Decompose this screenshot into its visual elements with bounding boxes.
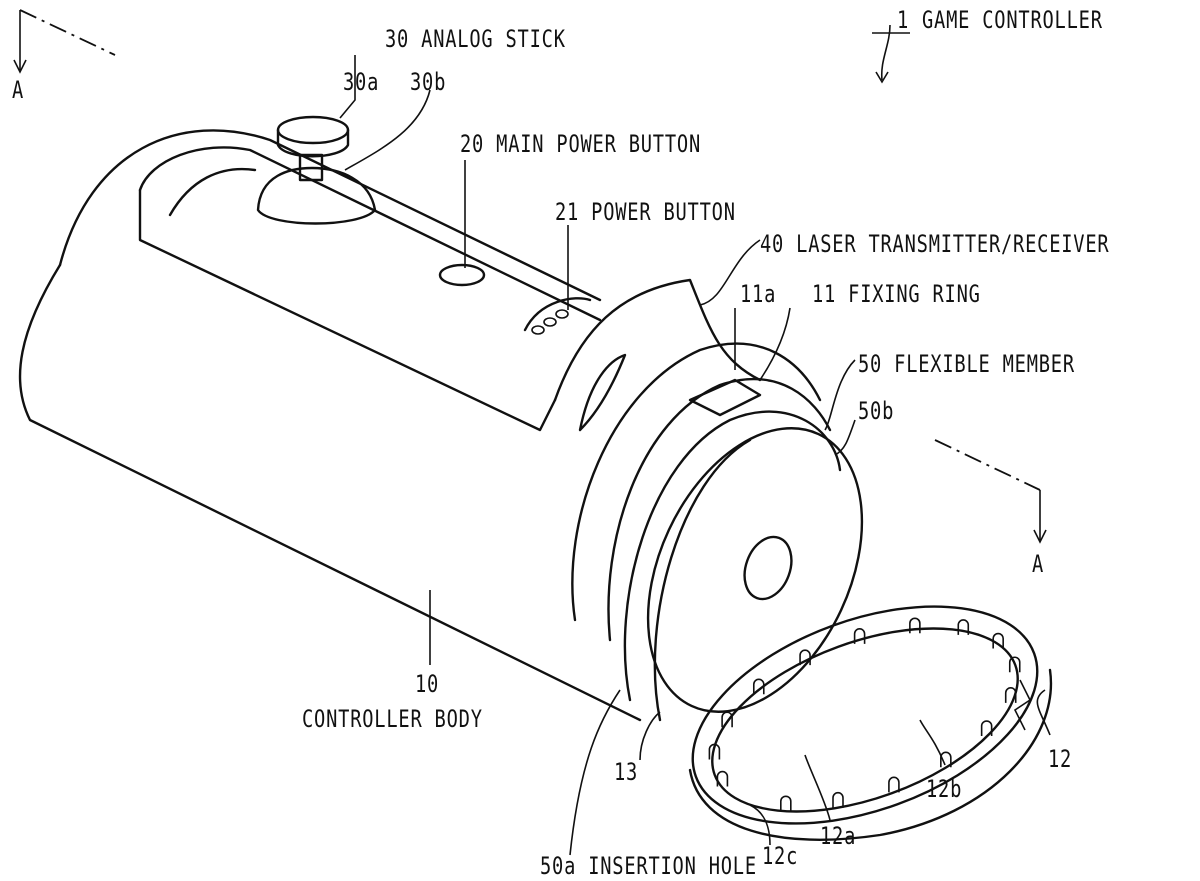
leader-lines <box>339 24 1051 856</box>
ring-tooth <box>1004 687 1017 703</box>
ring-tooth <box>853 628 866 644</box>
label-10: 10 <box>415 670 440 698</box>
label-12a: 12a <box>820 822 857 850</box>
fixing-ring-12 <box>688 605 1053 841</box>
label-analog-stick: 30 ANALOG STICK <box>385 25 566 53</box>
label-power-button: 21 POWER BUTTON <box>555 198 736 226</box>
ring-tooth <box>780 795 792 812</box>
figure-title: GAME CONTROLLER <box>922 6 1103 34</box>
label-12c: 12c <box>762 842 799 870</box>
label-flexible-member: 50 FLEXIBLE MEMBER <box>858 350 1075 378</box>
ring-tooth <box>799 649 811 666</box>
ring-tooth <box>832 791 844 808</box>
ring-tooth <box>957 619 970 635</box>
ring-teeth <box>708 617 1021 812</box>
section-marker-a-top: A <box>12 76 25 104</box>
ring-tooth <box>752 678 765 695</box>
label-50b: 50b <box>858 397 895 425</box>
label-insertion-hole: 50a INSERTION HOLE <box>540 852 757 880</box>
laser-housing <box>553 278 762 402</box>
controller-body <box>18 129 642 722</box>
ring-tooth <box>888 776 900 793</box>
ring-tooth <box>909 617 921 634</box>
label-13: 13 <box>614 758 639 786</box>
section-marker-a-right: A <box>1032 550 1045 578</box>
label-30a: 30a <box>343 68 380 96</box>
figure-ref-1: 1 <box>897 6 910 34</box>
label-main-power-button: 20 MAIN POWER BUTTON <box>460 130 702 158</box>
label-12b: 12b <box>926 775 963 803</box>
ring-tooth <box>980 720 993 737</box>
ring-tooth <box>992 632 1004 649</box>
label-controller-body: CONTROLLER BODY <box>302 705 483 733</box>
label-12: 12 <box>1048 745 1073 773</box>
section-line-a-top <box>13 9 116 74</box>
section-line-a-right <box>934 439 1047 544</box>
label-11a: 11a <box>740 280 777 308</box>
analog-stick-drawing <box>256 115 377 225</box>
ring-tooth <box>716 770 729 787</box>
ring-tooth <box>721 711 733 728</box>
ring-tooth <box>708 743 721 760</box>
power-button-drawing <box>523 297 592 335</box>
main-power-button-drawing <box>438 263 486 287</box>
label-laser: 40 LASER TRANSMITTER/RECEIVER <box>760 230 1110 258</box>
laser-fin <box>578 353 627 432</box>
label-fixing-ring: 11 FIXING RING <box>812 280 981 308</box>
ring-tooth <box>1008 656 1021 673</box>
label-30b: 30b <box>410 68 447 96</box>
front-assembly <box>571 342 864 722</box>
